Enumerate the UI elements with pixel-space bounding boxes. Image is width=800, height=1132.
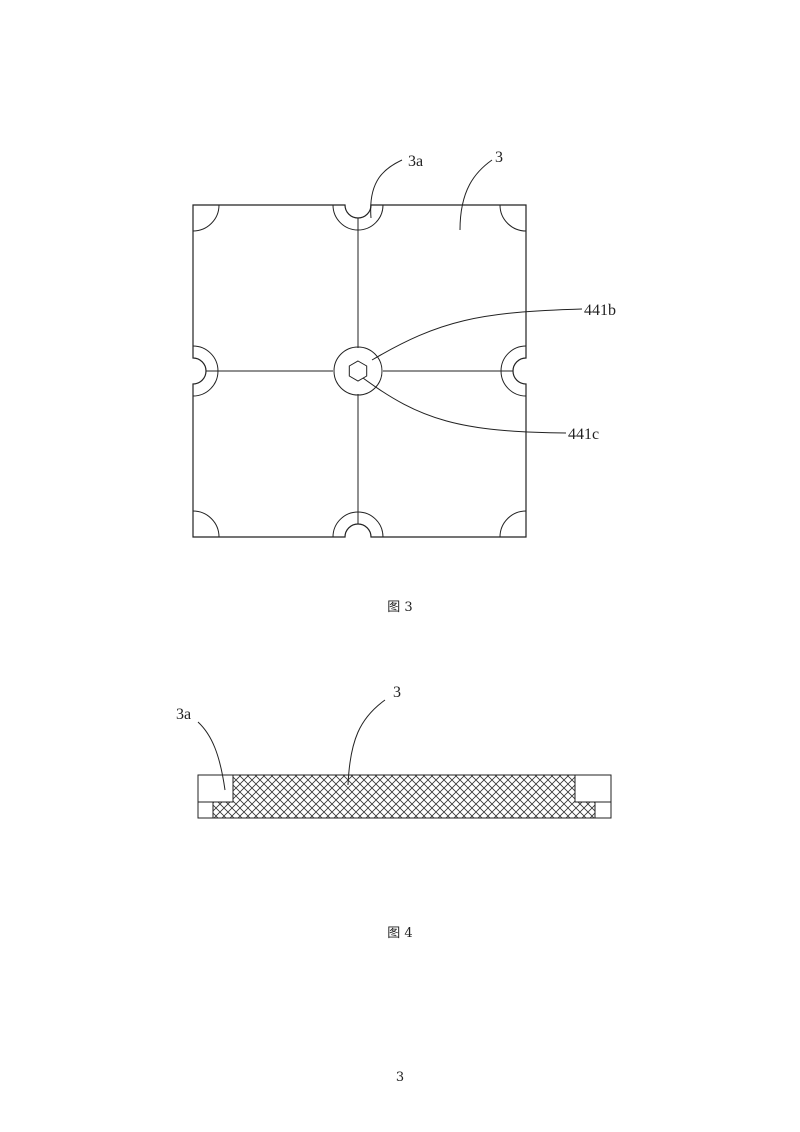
leader-3a-section bbox=[197, 721, 226, 791]
figure-3-caption: 图 3 bbox=[387, 600, 412, 615]
notch-arc bbox=[332, 511, 384, 538]
corner-arc bbox=[499, 510, 527, 538]
label-441b: 441b bbox=[584, 302, 616, 319]
right-notch-block bbox=[574, 774, 612, 803]
notch-arc bbox=[332, 204, 384, 231]
figure-4: 3a 3 图 4 bbox=[176, 684, 612, 941]
left-lower-block bbox=[197, 801, 214, 819]
right-lower-block bbox=[594, 801, 612, 819]
figure-4-caption: 图 4 bbox=[387, 926, 412, 941]
corner-arc bbox=[192, 510, 220, 538]
label-3: 3 bbox=[495, 149, 503, 166]
label-3a-section: 3a bbox=[176, 706, 191, 723]
leader-441c bbox=[362, 377, 567, 434]
label-3a: 3a bbox=[408, 153, 423, 170]
leader-3a bbox=[370, 159, 403, 219]
leader-3-section bbox=[347, 699, 386, 786]
figure-3: 3a 3 441b 441c 图 3 bbox=[192, 149, 616, 615]
label-441c: 441c bbox=[568, 426, 599, 443]
label-3-section: 3 bbox=[393, 684, 401, 701]
plate-outline bbox=[192, 204, 527, 538]
leader-3 bbox=[459, 159, 493, 231]
corner-arc bbox=[499, 204, 527, 232]
notch-arc bbox=[192, 345, 219, 397]
center-ring bbox=[333, 346, 383, 396]
notch-arc bbox=[500, 345, 527, 397]
leader-441b bbox=[371, 308, 583, 361]
hex-socket bbox=[348, 360, 368, 382]
corner-arc bbox=[192, 204, 220, 232]
hatched-section bbox=[212, 774, 596, 819]
left-notch-block bbox=[197, 774, 234, 803]
page-number: 3 bbox=[396, 1070, 404, 1085]
